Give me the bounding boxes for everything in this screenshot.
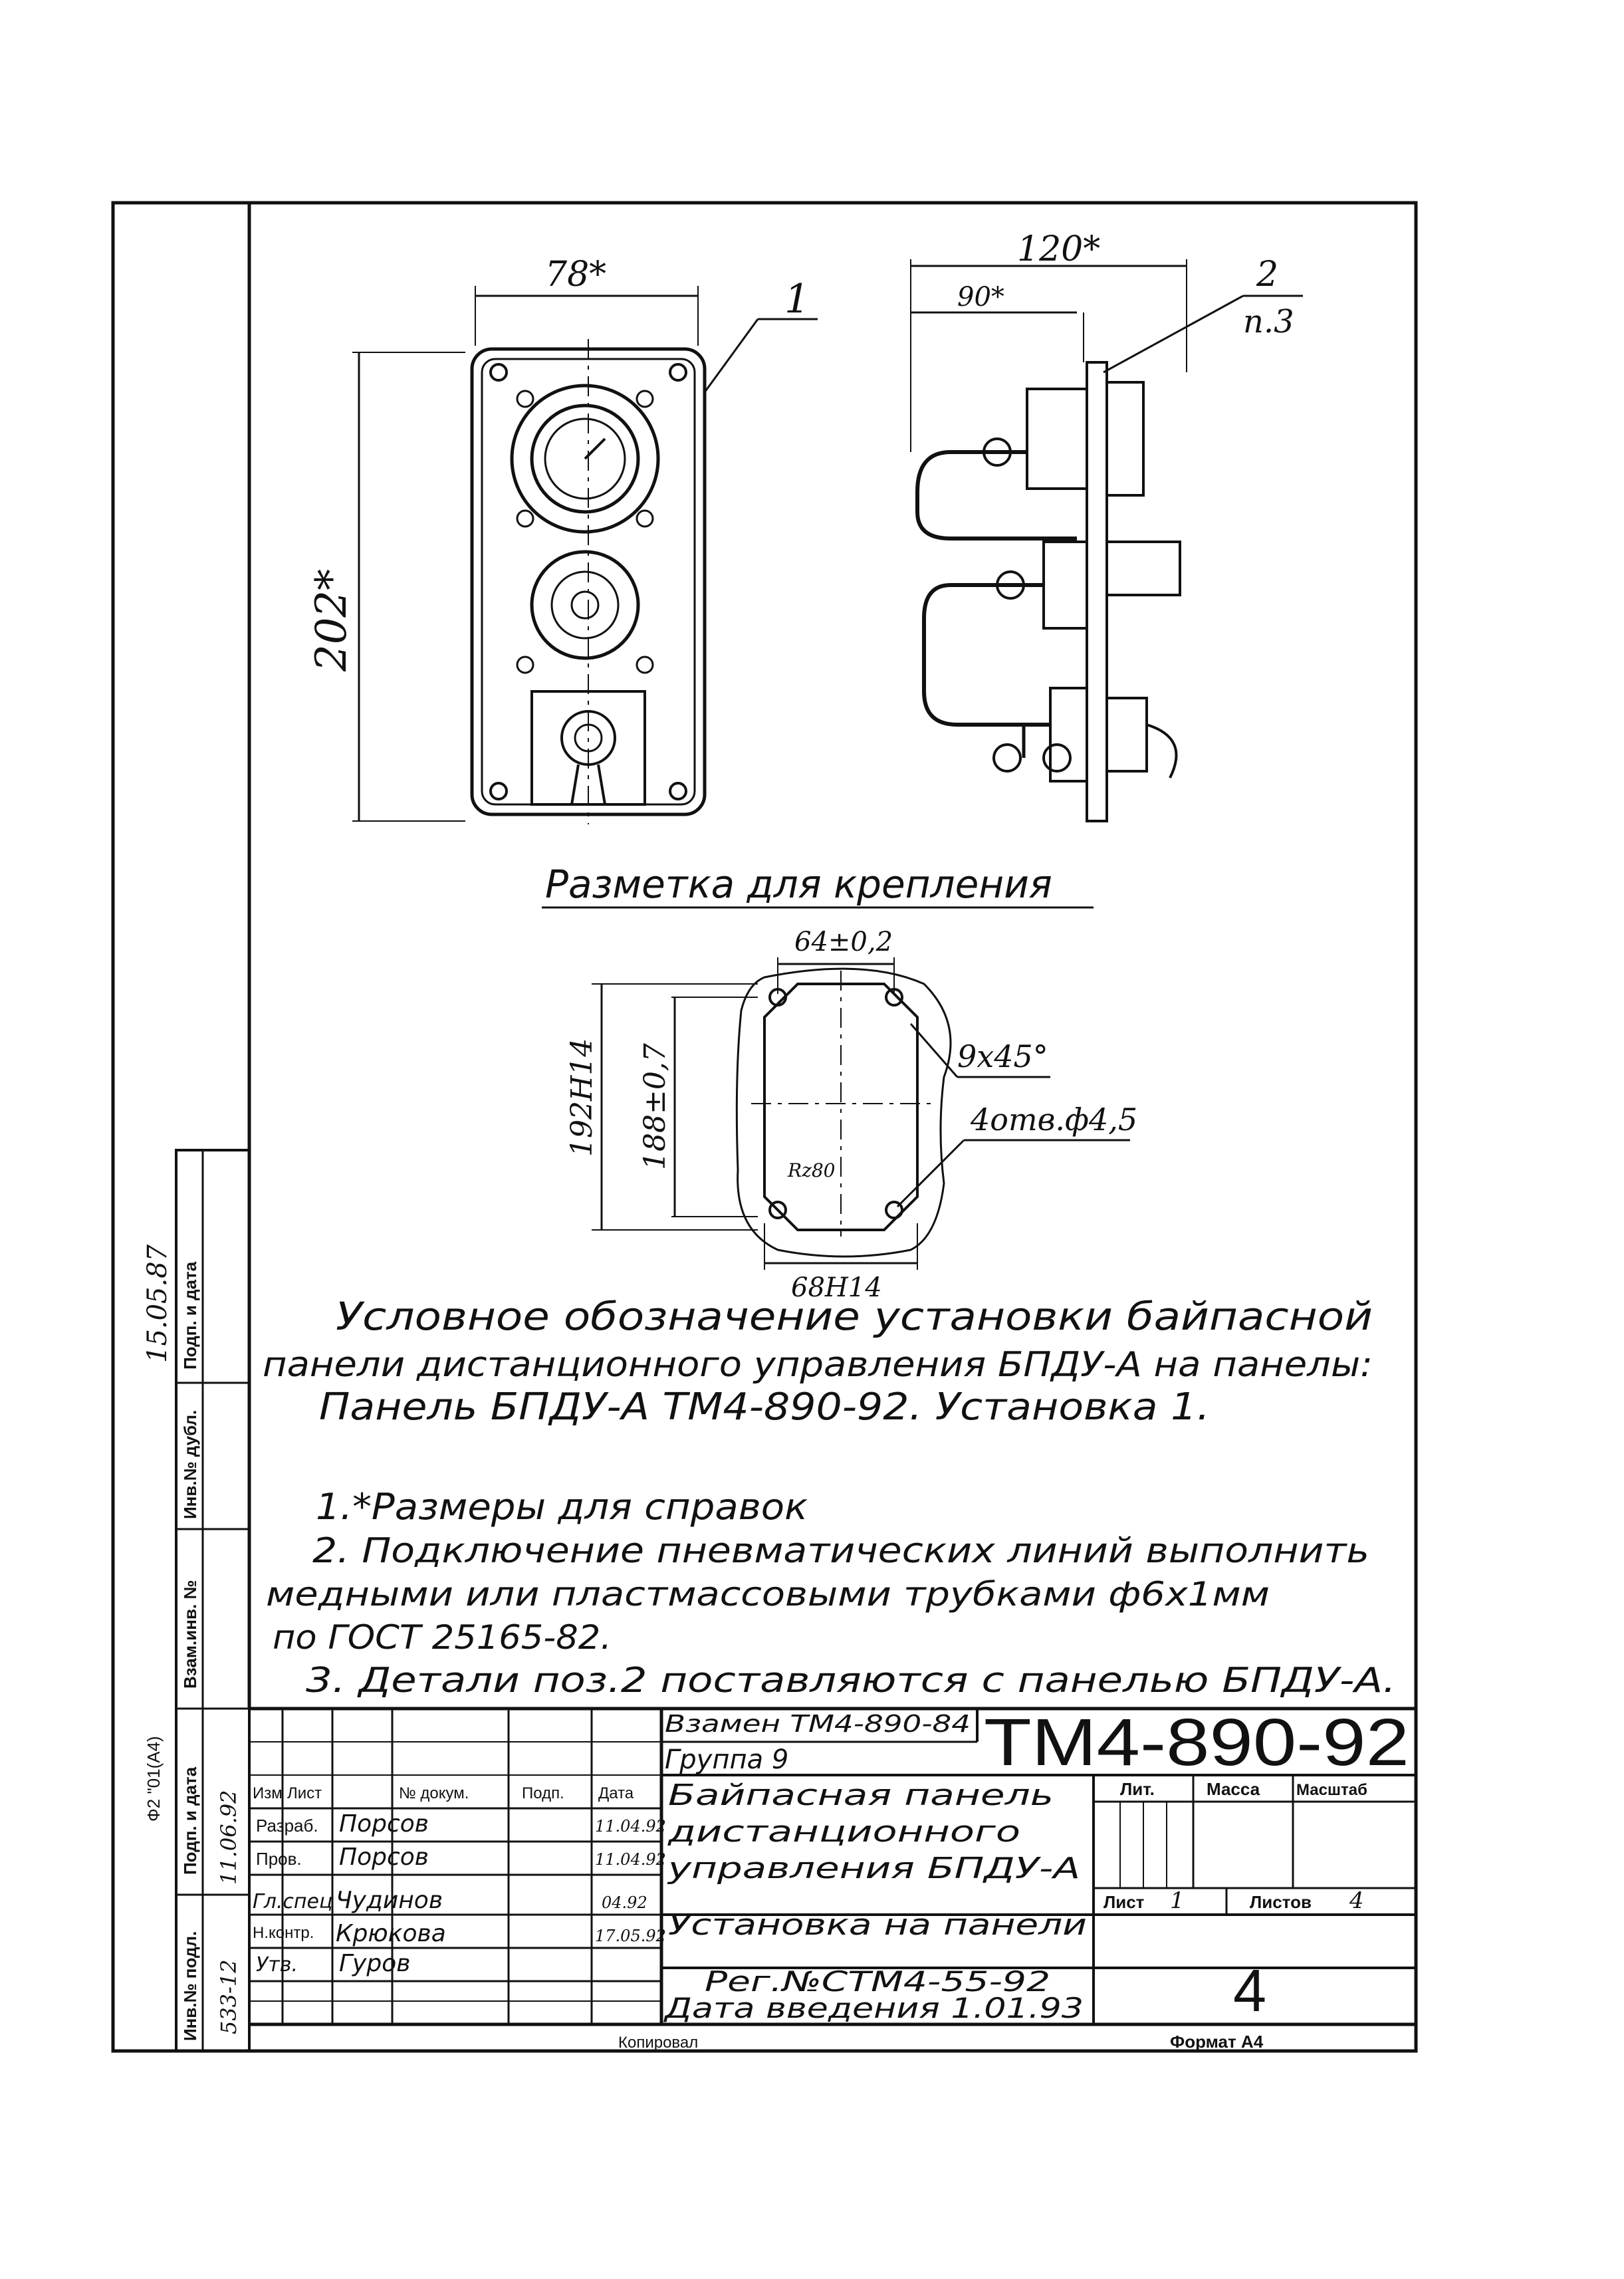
tb-col-podp: Подп. — [522, 1784, 564, 1802]
side-column — [175, 1149, 251, 2052]
designation-line-2: панели дистанционного управления БПДУ-А … — [263, 1345, 1373, 1385]
tb-name-utv: Гуров — [339, 1950, 410, 1977]
tb-list-value: 1 — [1170, 1887, 1185, 1914]
tb-name-4: Установка на панели — [668, 1908, 1087, 1942]
format-label: Формат А4 — [1170, 2032, 1264, 2052]
tb-date-razrab: 11.04.92 — [595, 1817, 666, 1836]
marking-view — [592, 957, 1130, 1270]
dim-chamfer: 9x45° — [957, 1038, 1048, 1074]
tb-label-listov: Листов — [1250, 1892, 1312, 1912]
side-label-inv-dubl: Инв.№ дубл. — [180, 1410, 200, 1519]
tb-name-2: дистанционного — [667, 1815, 1020, 1849]
designation-line-3: Панель БПДУ-А ТМ4-890-92. Установка 1. — [319, 1385, 1210, 1429]
note-2c: по ГОСТ 25165-82. — [273, 1618, 612, 1657]
dim-holes: 4отв.ф4,5 — [970, 1102, 1137, 1138]
note-2b: медными или пластмассовыми трубками ф6х1… — [266, 1575, 1270, 1614]
outer-frame — [111, 201, 1418, 2053]
side-label-inv-podl: Инв.№ подл. — [180, 1931, 200, 2041]
note-1: 1.*Размеры для справок — [316, 1486, 808, 1528]
dim-192: 192H14 — [565, 1038, 599, 1157]
tb-replaces: Взамен ТМ4-890-84 — [665, 1711, 971, 1738]
dim-rz: Rz80 — [787, 1159, 835, 1181]
side-label-podp-data-1: Подп. и дата — [180, 1261, 200, 1370]
marking-title: Разметка для крепления — [545, 862, 1052, 907]
tb-row-utv: Утв. — [256, 1953, 298, 1977]
tb-name-prov: Порсов — [339, 1844, 429, 1871]
tb-date-nkontr: 17.05.92 — [595, 1927, 666, 1945]
tb-date-prov: 11.04.92 — [595, 1850, 666, 1869]
designation-line-1: Условное обозначение установки байпасной — [336, 1294, 1373, 1339]
front-view — [470, 339, 707, 824]
dim-68: 68H14 — [791, 1272, 882, 1303]
copied-label: Копировал — [618, 2034, 698, 2052]
dim-64: 64±0,2 — [794, 927, 893, 957]
title-block — [249, 1707, 1416, 2026]
tb-label-list: Лист — [1103, 1892, 1145, 1912]
tb-doc-number: ТМ4-890-92 — [984, 1705, 1409, 1780]
tb-name-razrab: Порсов — [339, 1810, 429, 1838]
side-view — [915, 361, 1181, 822]
gauge — [510, 384, 660, 534]
tb-name-glspec: Чудинов — [336, 1887, 443, 1914]
side-date-2: 11.06.92 — [216, 1790, 241, 1885]
tb-label-masshtab: Масштаб — [1296, 1781, 1367, 1799]
tb-col-doc: № докум. — [399, 1784, 469, 1802]
tb-row-razrab: Разраб. — [256, 1816, 318, 1836]
tb-listov-value: 4 — [1349, 1887, 1364, 1914]
tb-sheet-big: 4 — [1233, 1958, 1266, 2024]
callout-1: 1 — [784, 276, 810, 322]
note-3: 3. Детали поз.2 поставляются с панелью Б… — [306, 1661, 1396, 1701]
dim-90: 90* — [957, 282, 1004, 312]
tb-intro-date: Дата введения 1.01.93 — [663, 1992, 1084, 2024]
callout-2-ref: п.3 — [1243, 303, 1294, 340]
tb-col-izm: Изм — [253, 1784, 283, 1802]
marking-outline — [763, 983, 919, 1231]
side-inv-number: 533-12 — [216, 1959, 241, 2034]
tb-name-3: управления БПДУ-А — [666, 1852, 1080, 1885]
side-label-podp-data-2: Подп. и дата — [180, 1766, 200, 1875]
form-code: Ф2 "01(А4) — [144, 1736, 164, 1822]
panel-plate — [1086, 361, 1108, 822]
dim-202: 202* — [307, 569, 356, 672]
tb-name-1: Байпасная панель — [668, 1778, 1054, 1812]
tb-label-lit: Лит. — [1120, 1779, 1155, 1799]
side-signature-date: 15.05.87 — [142, 1244, 173, 1363]
tb-label-massa: Масса — [1207, 1779, 1260, 1799]
tb-name-nkontr: Крюкова — [336, 1920, 446, 1947]
dim-78: 78* — [545, 255, 606, 295]
dim-120: 120* — [1017, 229, 1100, 269]
tb-group: Группа 9 — [665, 1744, 788, 1775]
dim-188: 188±0,7 — [638, 1043, 672, 1170]
tb-row-prov: Пров. — [256, 1849, 302, 1869]
tb-col-list: Лист — [287, 1784, 322, 1802]
tb-col-data: Дата — [598, 1784, 634, 1802]
tb-row-nkontr: Н.контр. — [253, 1924, 314, 1942]
tb-date-glspec: 04.92 — [602, 1893, 647, 1912]
tb-row-glspec: Гл.спец — [253, 1890, 332, 1913]
tb-reg: Рег.№СТМ4-55-92 — [705, 1965, 1050, 1998]
side-label-vzam-inv: Взам.инв. № — [180, 1580, 200, 1689]
note-2a: 2. Подключение пневматических линий выпо… — [312, 1531, 1369, 1571]
callout-2: 2 — [1256, 255, 1278, 295]
regulator-knob — [530, 550, 640, 660]
